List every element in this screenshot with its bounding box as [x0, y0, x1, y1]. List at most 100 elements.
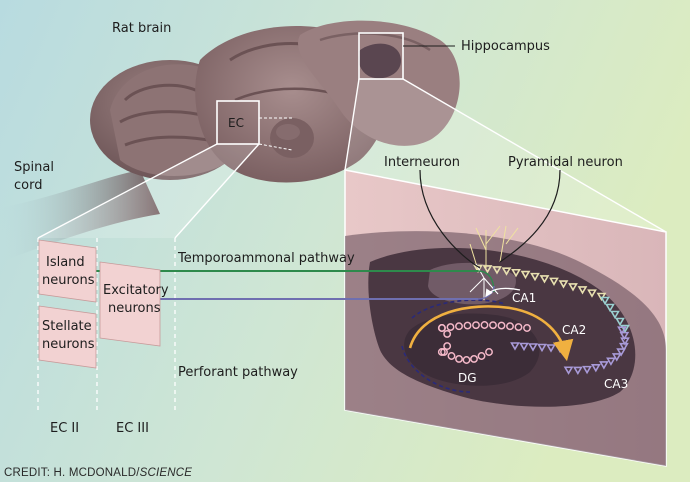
dg-cell	[472, 321, 480, 330]
ec-dashed-line-bottom	[258, 143, 293, 151]
ca3-cell	[619, 331, 630, 341]
ca3-cell	[563, 366, 574, 375]
ca3-cell	[606, 357, 616, 366]
dg-cell	[497, 321, 506, 330]
ca3-cell	[528, 343, 538, 352]
ca2-label: CA2	[562, 323, 586, 337]
ca3-cell-layer	[510, 326, 630, 376]
island-label-line1: Island	[46, 255, 85, 270]
ca1-cell	[511, 268, 521, 278]
ca1-cell	[482, 265, 493, 274]
ca2-cell	[610, 310, 620, 320]
dg-cell	[447, 352, 456, 360]
ca3-to-ca1-arrow	[485, 287, 521, 298]
pyramidal-neuron-label: Pyramidal neuron	[508, 155, 623, 170]
excitatory-neurons-box	[99, 261, 161, 347]
ca3-cell	[546, 344, 556, 353]
ec-ii-label: EC II	[50, 421, 79, 436]
ec-iii-label: EC III	[116, 421, 149, 436]
ca1-label: CA1	[512, 291, 536, 305]
ca3-cell	[590, 363, 601, 373]
hippocampus-region-box	[358, 32, 404, 80]
excitatory-label-line2: neurons	[108, 301, 161, 316]
ca1-cell	[530, 272, 540, 282]
credit-prefix: CREDIT: H. MCDONALD/	[4, 467, 140, 479]
hippocampus-label: Hippocampus	[461, 39, 550, 54]
dg-label: DG	[458, 371, 477, 385]
dg-cell	[489, 321, 497, 330]
credit-source: SCIENCE	[140, 467, 193, 479]
perforant-arc-arrow	[408, 305, 574, 362]
ca3-cell	[510, 342, 520, 351]
hippocampus-projection-cone	[345, 79, 666, 232]
ec-projection-right	[174, 143, 260, 239]
dg-cell	[485, 348, 493, 356]
ca1-cell	[492, 266, 502, 275]
island-label-line2: neurons	[42, 273, 95, 288]
ca2-cell-layer	[600, 296, 630, 334]
ca1-cell	[596, 292, 607, 302]
dg-cell	[443, 329, 452, 338]
ca3-cell	[537, 343, 547, 353]
dg-cell	[523, 324, 531, 332]
rat-brain-label: Rat brain	[112, 21, 171, 36]
spinal-label: Spinal	[14, 160, 54, 175]
dg-cell	[462, 356, 471, 364]
ca3-cell	[617, 326, 627, 335]
dg-cell	[446, 323, 455, 332]
dg-cell	[477, 352, 486, 360]
dg-cell	[455, 354, 463, 363]
dg-cell	[437, 324, 446, 332]
dg-cell	[443, 342, 452, 351]
ca1-cell	[549, 277, 559, 286]
dg-cell	[455, 322, 463, 331]
ca3-cell	[616, 348, 627, 357]
dg-cell	[480, 321, 489, 329]
perforant-pathway-label: Perforant pathway	[178, 365, 298, 380]
stellate-label-line2: neurons	[42, 337, 95, 352]
ec-region-box	[216, 100, 260, 145]
ca1-cell	[568, 283, 578, 292]
island-neurons-box	[38, 239, 97, 303]
ca3-cell	[519, 342, 529, 352]
stellate-label-line1: Stellate	[42, 319, 92, 334]
ca3-cell	[620, 337, 630, 346]
dg-cell	[514, 323, 523, 332]
ca3-cell	[619, 342, 629, 352]
ca1-cell	[520, 270, 531, 280]
pyramidal-dendrites	[469, 225, 519, 271]
ca1-cell-layer	[473, 264, 607, 302]
hippocampus-projection-right	[402, 78, 667, 233]
dg-cell-layer	[437, 321, 531, 364]
ec-projection-cone	[38, 144, 259, 238]
stellate-neurons-box	[38, 305, 97, 369]
ca2-cell	[605, 303, 615, 313]
temporoammonal-pathway-label: Temporoammonal pathway	[177, 251, 355, 266]
dg-cell	[463, 321, 472, 330]
interneuron-callout-line	[419, 169, 481, 269]
interneuron-label: Interneuron	[384, 155, 460, 170]
rat-brain-illustration	[90, 20, 460, 183]
hippocampus-projection-left	[344, 78, 360, 171]
ca3-label: CA3	[604, 377, 628, 391]
dg-cell	[470, 354, 478, 363]
ca1-cell	[577, 286, 588, 295]
ca3-cell	[572, 366, 583, 376]
ca1-cell	[539, 275, 550, 284]
ca2-cell	[615, 317, 625, 327]
ec-projection-left	[37, 143, 218, 239]
ca3-cell	[611, 353, 622, 362]
ca1-cell	[587, 289, 597, 298]
pyramidal-callout-line	[499, 169, 561, 263]
cord-label: cord	[14, 178, 42, 193]
ca2-cell	[620, 324, 630, 334]
ca1-cell	[473, 264, 483, 274]
ca3-cell	[599, 361, 609, 370]
ca1-cell	[558, 280, 569, 289]
ca1-cell	[501, 267, 512, 276]
ec-label: EC	[228, 116, 244, 130]
dg-dashed-boundary-top	[411, 299, 506, 319]
ca3-cell	[582, 365, 592, 375]
